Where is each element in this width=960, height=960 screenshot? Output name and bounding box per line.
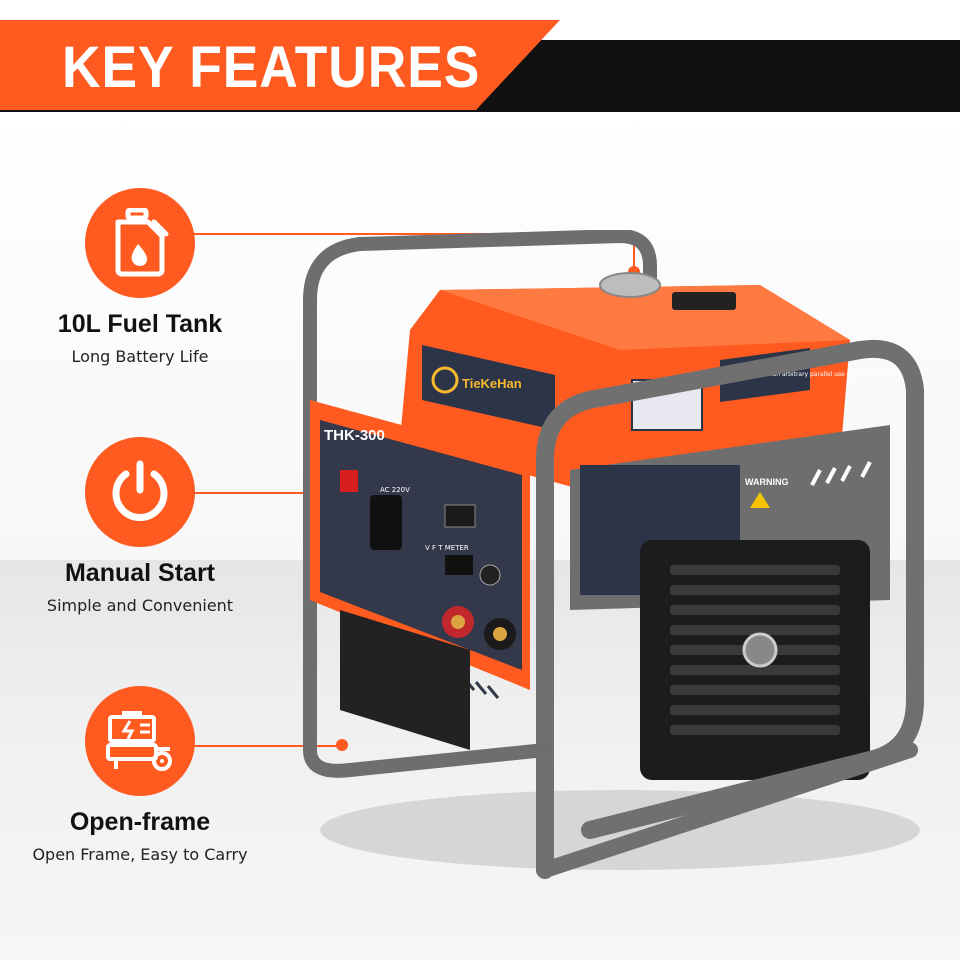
handle-grip xyxy=(672,292,736,310)
generator-product-image: TieKeHan Can be more than arbitrary para… xyxy=(303,230,924,879)
feature-subtitle: Long Battery Life xyxy=(71,347,209,366)
engine-grille xyxy=(670,565,840,735)
fuel-housing-top xyxy=(440,285,850,350)
feature-title: Manual Start xyxy=(64,559,216,587)
base-frame-tube xyxy=(303,743,552,778)
sine-note-text: Can be more than arbitrary parallel use … xyxy=(726,371,922,378)
connector-line-start xyxy=(192,492,312,494)
feature-subtitle: Open Frame, Easy to Carry xyxy=(32,845,248,864)
brand-logo-icon xyxy=(431,366,459,394)
side-vents xyxy=(810,461,872,486)
adjust-knob xyxy=(479,564,501,586)
feature-subtitle: Simple and Convenient xyxy=(46,596,234,615)
feature-fuel-tank: 10L Fuel Tank Long Battery Life xyxy=(30,188,250,366)
feature-title: Open-frame xyxy=(69,808,211,836)
terminal-core-black xyxy=(493,627,507,641)
muffler-cap xyxy=(742,632,778,668)
control-panel xyxy=(320,420,522,670)
power-icon xyxy=(85,437,195,547)
connector-line-fuel xyxy=(192,233,636,235)
fuel-tank-icon xyxy=(85,188,195,298)
display-screen xyxy=(444,504,476,528)
feature-open-frame: Open-frame Open Frame, Easy to Carry xyxy=(30,686,250,864)
warning-label: WARNING xyxy=(745,477,789,487)
feature-title: 10L Fuel Tank xyxy=(57,310,223,338)
front-frame-tube xyxy=(536,339,924,879)
front-base-tube xyxy=(537,742,918,878)
lower-body xyxy=(340,610,470,750)
generator-icon xyxy=(85,686,195,796)
meter-display xyxy=(445,555,473,575)
model-label: THK-300 xyxy=(324,427,385,444)
ac-label: AC 220V xyxy=(380,486,410,494)
warning-triangle-icon xyxy=(750,492,770,508)
fuel-cap xyxy=(599,272,661,298)
ac-outlet xyxy=(370,495,402,550)
terminal-core-red xyxy=(451,615,465,629)
connector-line-fuel-drop xyxy=(633,233,635,269)
back-frame-tube xyxy=(303,230,657,757)
connector-line-frame xyxy=(192,745,342,747)
meter-label: V F T METER xyxy=(425,544,469,552)
connector-dot-frame xyxy=(336,739,348,751)
banner-orange-block xyxy=(0,20,560,110)
page-title: KEY FEATURES xyxy=(62,35,481,100)
brand-name: TieKeHan xyxy=(462,376,522,391)
power-switch xyxy=(340,470,358,492)
brand-plate xyxy=(422,345,555,430)
feature-manual-start: Manual Start Simple and Convenient xyxy=(30,437,250,615)
